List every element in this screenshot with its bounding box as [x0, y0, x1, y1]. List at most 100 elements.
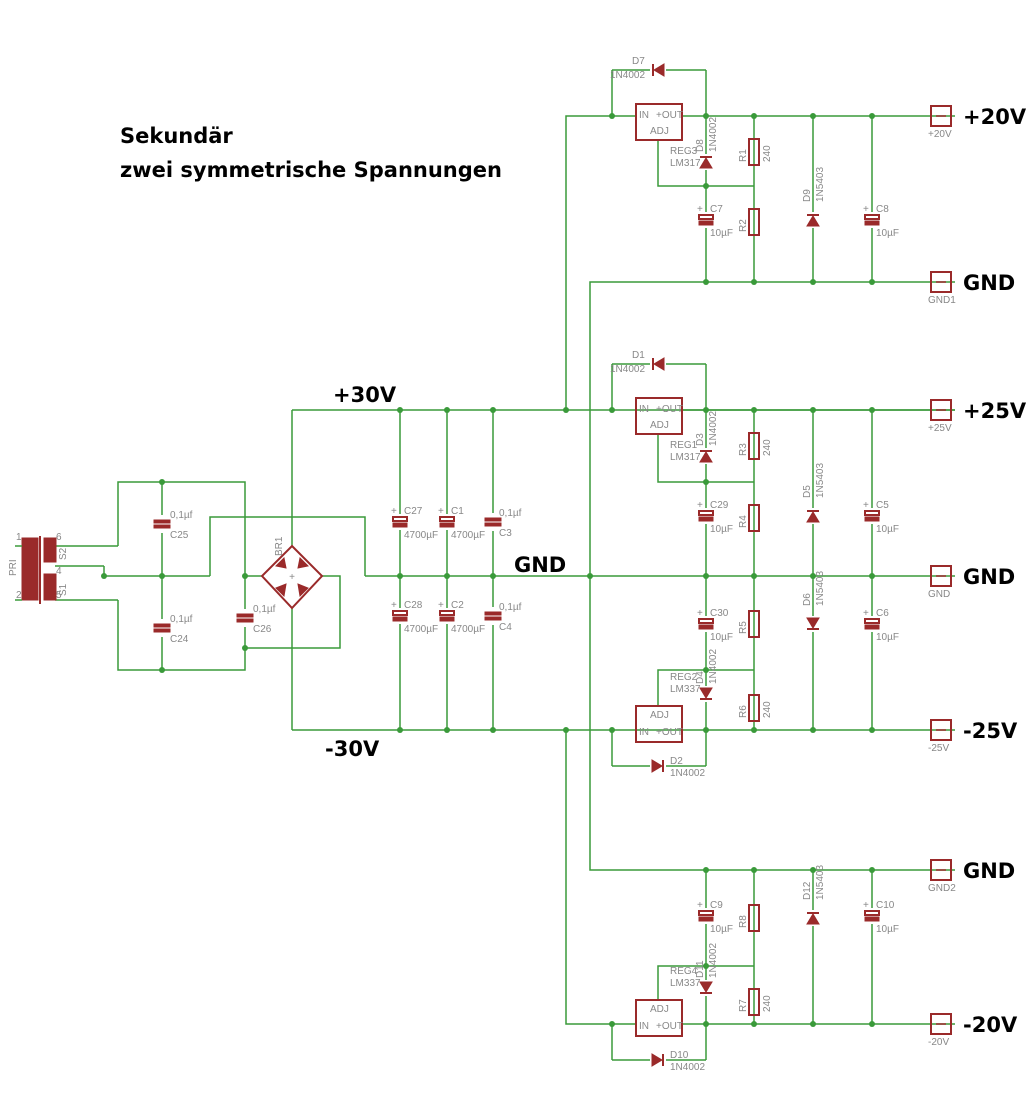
- output-label: GND: [963, 271, 1015, 295]
- svg-text:+: +: [863, 608, 869, 619]
- cap-name: C26: [253, 624, 272, 635]
- svg-text:C6: C6: [876, 608, 889, 619]
- svg-text:D10: D10: [670, 1050, 689, 1061]
- svg-text:4: 4: [56, 566, 62, 577]
- output-label: GND: [963, 565, 1015, 589]
- svg-text:IN: IN: [639, 727, 649, 738]
- components: 0,1µfC250,1µfC240,1µfC26+C274700µF+C1470…: [153, 56, 899, 1073]
- svg-text:2: 2: [16, 590, 22, 601]
- terminal-pad-label: GND: [928, 589, 950, 600]
- svg-text:1N5403: 1N5403: [815, 571, 826, 606]
- svg-text:1N4002: 1N4002: [610, 364, 645, 375]
- output-label: +20V: [963, 105, 1027, 129]
- terminal-pad-label: GND2: [928, 883, 956, 894]
- svg-text:REG2: REG2: [670, 672, 698, 683]
- svg-text:+OUT: +OUT: [656, 110, 683, 121]
- svg-text:1N4002: 1N4002: [670, 1062, 705, 1073]
- svg-text:1N5403: 1N5403: [815, 865, 826, 900]
- svg-text:10µF: 10µF: [710, 228, 733, 239]
- svg-text:PRI: PRI: [8, 559, 19, 576]
- rail-label-pos30: +30V: [333, 383, 397, 407]
- terminal-pad-label: +20V: [928, 129, 952, 140]
- svg-text:D8: D8: [695, 139, 706, 152]
- svg-text:+OUT: +OUT: [656, 404, 683, 415]
- transformer: 1 2 6 4 5 PRI S2 S1: [8, 532, 69, 604]
- svg-text:R2: R2: [738, 219, 749, 232]
- svg-text:C9: C9: [710, 900, 723, 911]
- output-label: -25V: [963, 719, 1018, 743]
- svg-text:D2: D2: [670, 756, 683, 767]
- svg-text:4700µF: 4700µF: [404, 530, 438, 541]
- resistor-R2: R2: [738, 208, 760, 236]
- svg-text:+: +: [697, 500, 703, 511]
- junctions: [101, 113, 875, 1027]
- svg-text:IN: IN: [639, 404, 649, 415]
- svg-text:ADJ: ADJ: [650, 420, 669, 431]
- resistor-R4: R4: [738, 504, 760, 532]
- svg-text:4700µF: 4700µF: [404, 624, 438, 635]
- heading-line1: Sekundär: [120, 124, 233, 148]
- svg-text:1N4002: 1N4002: [610, 70, 645, 81]
- cap-name: C3: [499, 528, 512, 539]
- resistor-R5: R5: [738, 610, 760, 638]
- svg-text:10µF: 10µF: [710, 924, 733, 935]
- svg-text:4700µF: 4700µF: [451, 530, 485, 541]
- svg-text:+: +: [391, 506, 397, 517]
- svg-text:10µF: 10µF: [710, 632, 733, 643]
- svg-text:5: 5: [56, 590, 62, 601]
- cap-name: C4: [499, 622, 512, 633]
- output-terminal: -25V -25V: [928, 719, 1018, 754]
- svg-text:6: 6: [56, 532, 62, 543]
- svg-text:C10: C10: [876, 900, 895, 911]
- svg-text:C7: C7: [710, 204, 723, 215]
- svg-text:10µF: 10µF: [876, 632, 899, 643]
- terminal-pad-label: +25V: [928, 423, 952, 434]
- svg-text:D4: D4: [695, 671, 706, 684]
- cap-value: 0,1µf: [499, 602, 522, 613]
- svg-text:1N4002: 1N4002: [670, 768, 705, 779]
- svg-text:S1: S1: [58, 583, 69, 596]
- svg-text:D3: D3: [695, 433, 706, 446]
- svg-text:C5: C5: [876, 500, 889, 511]
- output-terminal: -20V-20V: [928, 1013, 1018, 1048]
- rail-label-neg30: -30V: [325, 737, 380, 761]
- svg-text:1: 1: [16, 532, 22, 543]
- svg-text:+: +: [438, 506, 444, 517]
- svg-text:1N4002: 1N4002: [708, 943, 719, 978]
- capacitor-C6: + C6 10µF: [863, 608, 899, 643]
- svg-text:+: +: [863, 900, 869, 911]
- svg-text:+: +: [863, 204, 869, 215]
- svg-text:1N5403: 1N5403: [815, 167, 826, 202]
- resistor-R8: R8: [738, 904, 760, 932]
- terminal-pad-label: -20V: [928, 1037, 949, 1048]
- output-terminal: +20V +20V: [928, 105, 1027, 140]
- output-label: +25V: [963, 399, 1027, 423]
- output-terminal: GND GND: [928, 565, 1015, 600]
- svg-text:240: 240: [762, 701, 773, 718]
- svg-text:240: 240: [762, 439, 773, 456]
- svg-text:ADJ: ADJ: [650, 126, 669, 137]
- svg-text:D11: D11: [695, 960, 706, 978]
- terminal-pad-label: -25V: [928, 743, 949, 754]
- svg-text:240: 240: [762, 995, 773, 1012]
- svg-text:LM317: LM317: [670, 452, 701, 463]
- svg-text:C1: C1: [451, 506, 464, 517]
- svg-text:C28: C28: [404, 600, 423, 611]
